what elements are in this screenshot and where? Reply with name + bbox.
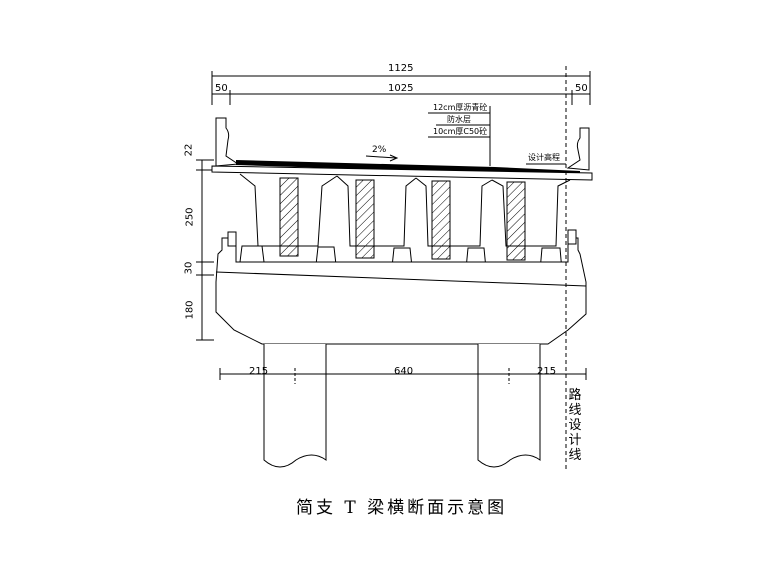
bottom-dimension-lines [219, 368, 587, 384]
dim-deck-width: 1025 [388, 83, 414, 94]
dim-bearing-height: 30 [183, 261, 195, 275]
dim-left-pier-offset: 215 [249, 366, 269, 377]
note-asphalt: 12cm厚沥青砼 [433, 103, 488, 112]
note-design-elevation: 设计高程 [528, 153, 560, 162]
dim-right-pier-offset: 215 [537, 366, 557, 377]
dim-girder-height: 250 [184, 207, 196, 227]
top-dimension-lines [211, 71, 591, 105]
dim-deck-thickness: 22 [183, 143, 195, 157]
dim-total-width: 1125 [388, 63, 414, 74]
note-concrete: 10cm厚C50砼 [433, 127, 488, 136]
slope-arrow [365, 154, 399, 162]
left-dimension-lines [196, 159, 214, 341]
right-parapet [566, 127, 590, 171]
left-parapet [215, 117, 240, 167]
deck-slab [211, 165, 593, 181]
dim-cap-height: 180 [184, 300, 196, 320]
dim-left-margin: 50 [215, 83, 228, 94]
dim-pier-spacing: 640 [394, 366, 414, 377]
pier-cap [215, 237, 587, 345]
annotation-leaders [428, 106, 566, 166]
piers [263, 344, 541, 468]
wet-joints [279, 177, 526, 261]
route-design-line-label: 路线设计线 [568, 388, 582, 463]
cap-blocks [227, 229, 577, 247]
note-waterproof: 防水层 [447, 115, 471, 124]
note-slope: 2% [372, 145, 387, 155]
dim-right-margin: 50 [575, 83, 588, 94]
figure-caption: 简支 T 梁横断面示意图 [296, 498, 508, 518]
